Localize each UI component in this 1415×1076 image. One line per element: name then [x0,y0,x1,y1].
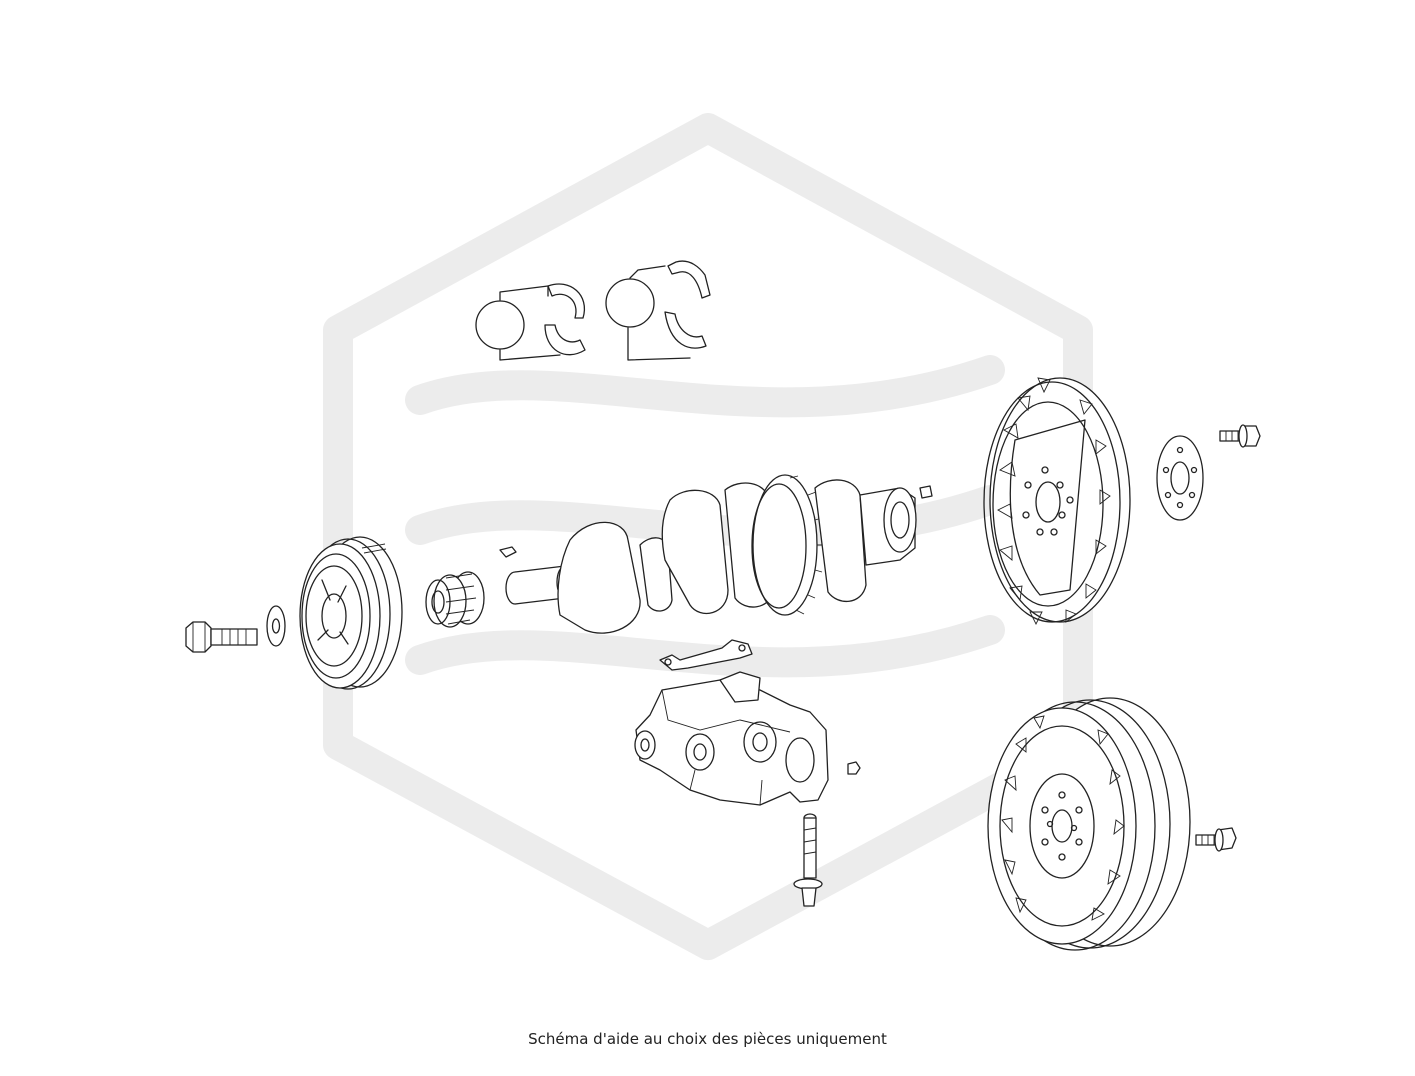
oil-pump[interactable] [634,671,829,806]
dual-mass-flywheel[interactable] [987,697,1191,951]
thrust-bearing-shells[interactable] [605,260,711,361]
flexplate-reinforcement-plate[interactable] [1156,435,1204,521]
pilot-bearing[interactable] [919,485,933,499]
flexplate-bolt[interactable] [1219,424,1261,448]
oil-pump-nut[interactable] [847,761,861,775]
crankshaft[interactable] [505,474,917,634]
flexplate[interactable] [983,377,1131,626]
caption: Schéma d'aide au choix des pièces unique… [528,1030,887,1048]
pulley-bolt[interactable] [185,621,258,653]
flywheel-bolt[interactable] [1195,827,1237,852]
woodruff-key[interactable] [499,546,517,558]
oil-pump-bolt[interactable] [793,813,823,907]
washer[interactable] [266,605,286,647]
crankshaft-gear[interactable] [425,571,485,628]
oil-pump-gasket[interactable] [659,639,753,671]
vibration-damper-pulley[interactable] [299,536,403,690]
main-bearing-shells[interactable] [475,283,586,361]
